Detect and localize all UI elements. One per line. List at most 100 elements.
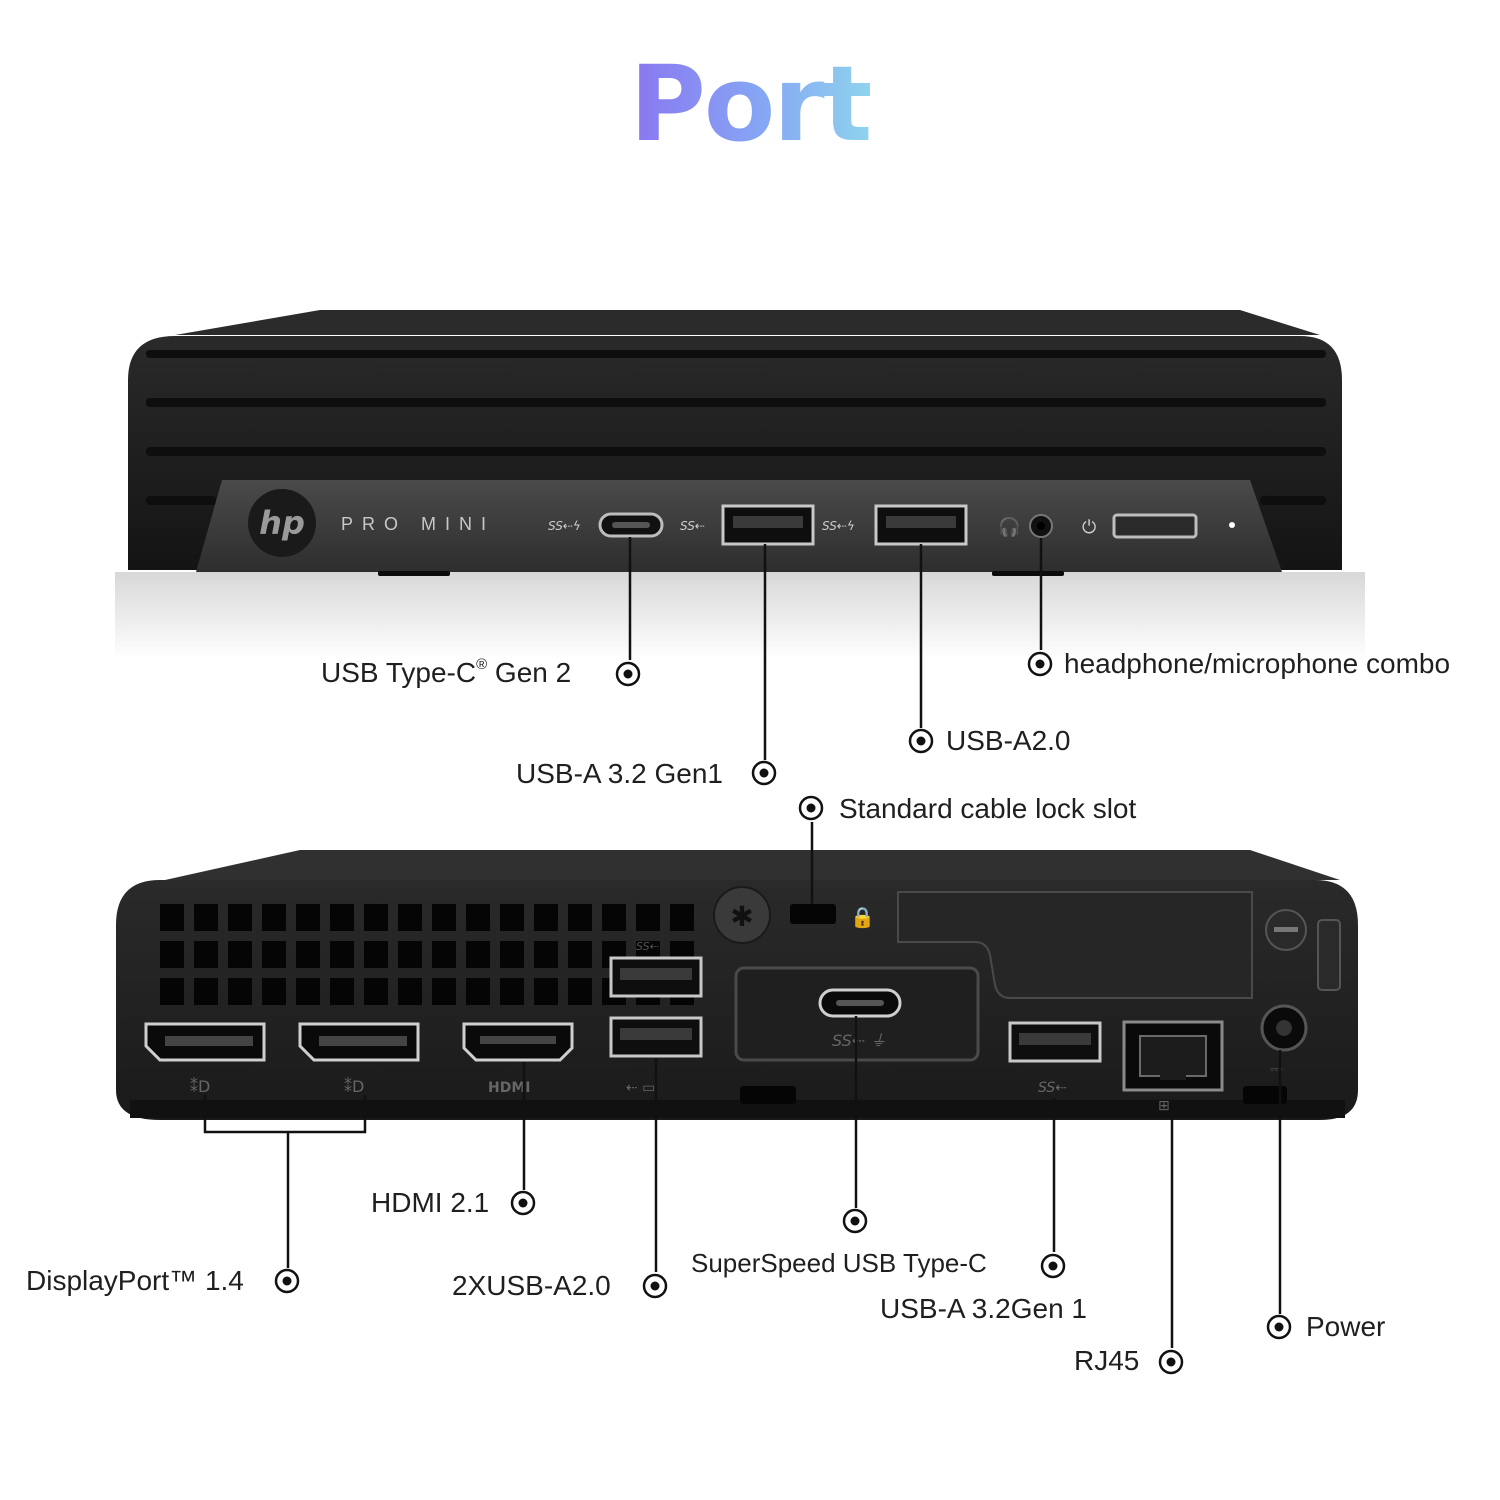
label-rj45: RJ45 <box>1074 1345 1140 1376</box>
hdmi-port: HDMI <box>462 1022 574 1096</box>
target-marker-dot <box>806 803 816 813</box>
ethernet-icon: ⊞ <box>1158 1098 1170 1114</box>
vent-hole <box>432 941 456 968</box>
hdmi-icon: HDMI <box>488 1080 530 1096</box>
svg-text:hp: hp <box>259 504 305 542</box>
vent-hole <box>636 904 660 931</box>
vent-hole <box>466 904 490 931</box>
page-title: Port <box>629 43 873 165</box>
rear-usba-32-port: SS⇠ <box>1008 1021 1102 1096</box>
vent-hole <box>466 978 490 1005</box>
vent-hole <box>160 978 184 1005</box>
vent-hole <box>194 904 218 931</box>
superspeed-usb-icon: SS⇠ <box>1038 1080 1067 1096</box>
vent-hole <box>296 978 320 1005</box>
vent-hole <box>364 941 388 968</box>
displayport-2: ⁑D <box>298 1022 420 1096</box>
label-displayport: DisplayPort™ 1.4 <box>26 1265 244 1296</box>
label-hdmi: HDMI 2.1 <box>371 1187 490 1218</box>
vent-hole <box>364 978 388 1005</box>
vent-hole <box>500 978 524 1005</box>
vent-hole <box>262 904 286 931</box>
callout-lines <box>203 537 1282 1348</box>
label-usba-20-rear: 2XUSB-A2.0 <box>452 1270 611 1301</box>
vent-hole <box>330 941 354 968</box>
superspeed-usb-icon: SS⇠ <box>680 519 705 533</box>
front-shadow <box>115 572 1365 660</box>
power-icon: ⏻ <box>1082 517 1096 538</box>
vent-hole <box>466 941 490 968</box>
hp-logo: hp <box>248 489 316 557</box>
vent-hole <box>670 904 694 931</box>
vent-hole <box>262 978 286 1005</box>
headphone-icon: 🎧 <box>998 516 1020 538</box>
vent-hole <box>534 978 558 1005</box>
vent-hole <box>602 904 626 931</box>
expansion-cover <box>897 891 1253 999</box>
label-power: Power <box>1306 1311 1386 1342</box>
vent-hole <box>534 941 558 968</box>
vent-hole <box>194 941 218 968</box>
vent-hole <box>500 904 524 931</box>
vent-hole <box>364 904 388 931</box>
target-markers <box>274 651 1292 1375</box>
front-lid <box>175 310 1320 335</box>
vent-hole <box>568 941 592 968</box>
usb-icon: ⇠ ▭ <box>626 1080 655 1096</box>
target-marker-dot <box>1166 1357 1176 1367</box>
vent-hole <box>228 978 252 1005</box>
target-marker-dot <box>916 736 926 746</box>
rj45-port: ⊞ <box>1122 1020 1224 1114</box>
superspeed-usb-icon: SS⇠ <box>636 940 659 953</box>
vent-hole <box>432 978 456 1005</box>
power-button <box>1112 513 1198 539</box>
front-grooves <box>146 350 1326 505</box>
displayport-icon: ⁑D <box>190 1077 210 1096</box>
superspeed-usb-icon: SS⇠ϟ <box>548 519 581 533</box>
label-usba-32-gen1-rear: USB-A 3.2Gen 1 <box>880 1293 1088 1324</box>
vent-hole <box>398 904 422 931</box>
label-usba-32-gen1-front: USB-A 3.2 Gen1 <box>516 758 724 789</box>
rear-view: ✱ 🔒 ⁑D ⁑D HDMI SS⇠ <box>116 850 1358 1120</box>
lock-icon: 🔒 <box>850 905 875 929</box>
vent-hole <box>228 904 252 931</box>
vent-hole <box>160 904 184 931</box>
vent-hole <box>568 978 592 1005</box>
vent-hole <box>398 941 422 968</box>
vent-hole <box>432 904 456 931</box>
cable-lock-slot <box>790 904 836 924</box>
vent-hole <box>330 978 354 1005</box>
target-marker-dot <box>1035 659 1045 669</box>
vent-hole <box>398 978 422 1005</box>
target-marker-dot <box>759 768 769 778</box>
thumb-screw <box>713 886 771 944</box>
label-usba-20-front: USB-A2.0 <box>946 725 1071 756</box>
target-marker-dot <box>850 1216 860 1226</box>
vent-hole <box>296 941 320 968</box>
front-view: hp SS⇠ϟ SS⇠ SS⇠ϟ 🎧 ⏻ <box>115 310 1365 660</box>
label-headphone-combo: headphone/microphone combo <box>1064 648 1451 679</box>
vent-hole <box>568 904 592 931</box>
target-marker-dot <box>650 1281 660 1291</box>
vent-hole <box>330 904 354 931</box>
power-jack: ⎓ <box>1243 1004 1308 1104</box>
power-led <box>1229 522 1235 528</box>
label-cable-lock: Standard cable lock slot <box>839 793 1137 824</box>
target-marker-dot <box>1274 1322 1284 1332</box>
rear-usba-20-ports: SS⇠ ⇠ ▭ <box>609 940 703 1096</box>
displayport-icon: ⁑D <box>344 1077 364 1096</box>
vent-hole <box>194 978 218 1005</box>
superspeed-usb-icon: SS⇠ ⏚ <box>832 1031 886 1050</box>
vent-hole <box>262 941 286 968</box>
target-marker-dot <box>518 1198 528 1208</box>
label-usb-c-gen2: USB Type-C® Gen 2 <box>321 656 572 688</box>
superspeed-usb-icon: SS⇠ϟ <box>822 519 855 533</box>
svg-text:✱: ✱ <box>730 900 753 933</box>
vent-hole <box>228 941 252 968</box>
vent-hole <box>534 904 558 931</box>
vent-hole <box>296 904 320 931</box>
displayport-1: ⁑D <box>144 1022 266 1096</box>
vent-grid <box>160 904 694 1005</box>
vent-hole <box>500 941 524 968</box>
